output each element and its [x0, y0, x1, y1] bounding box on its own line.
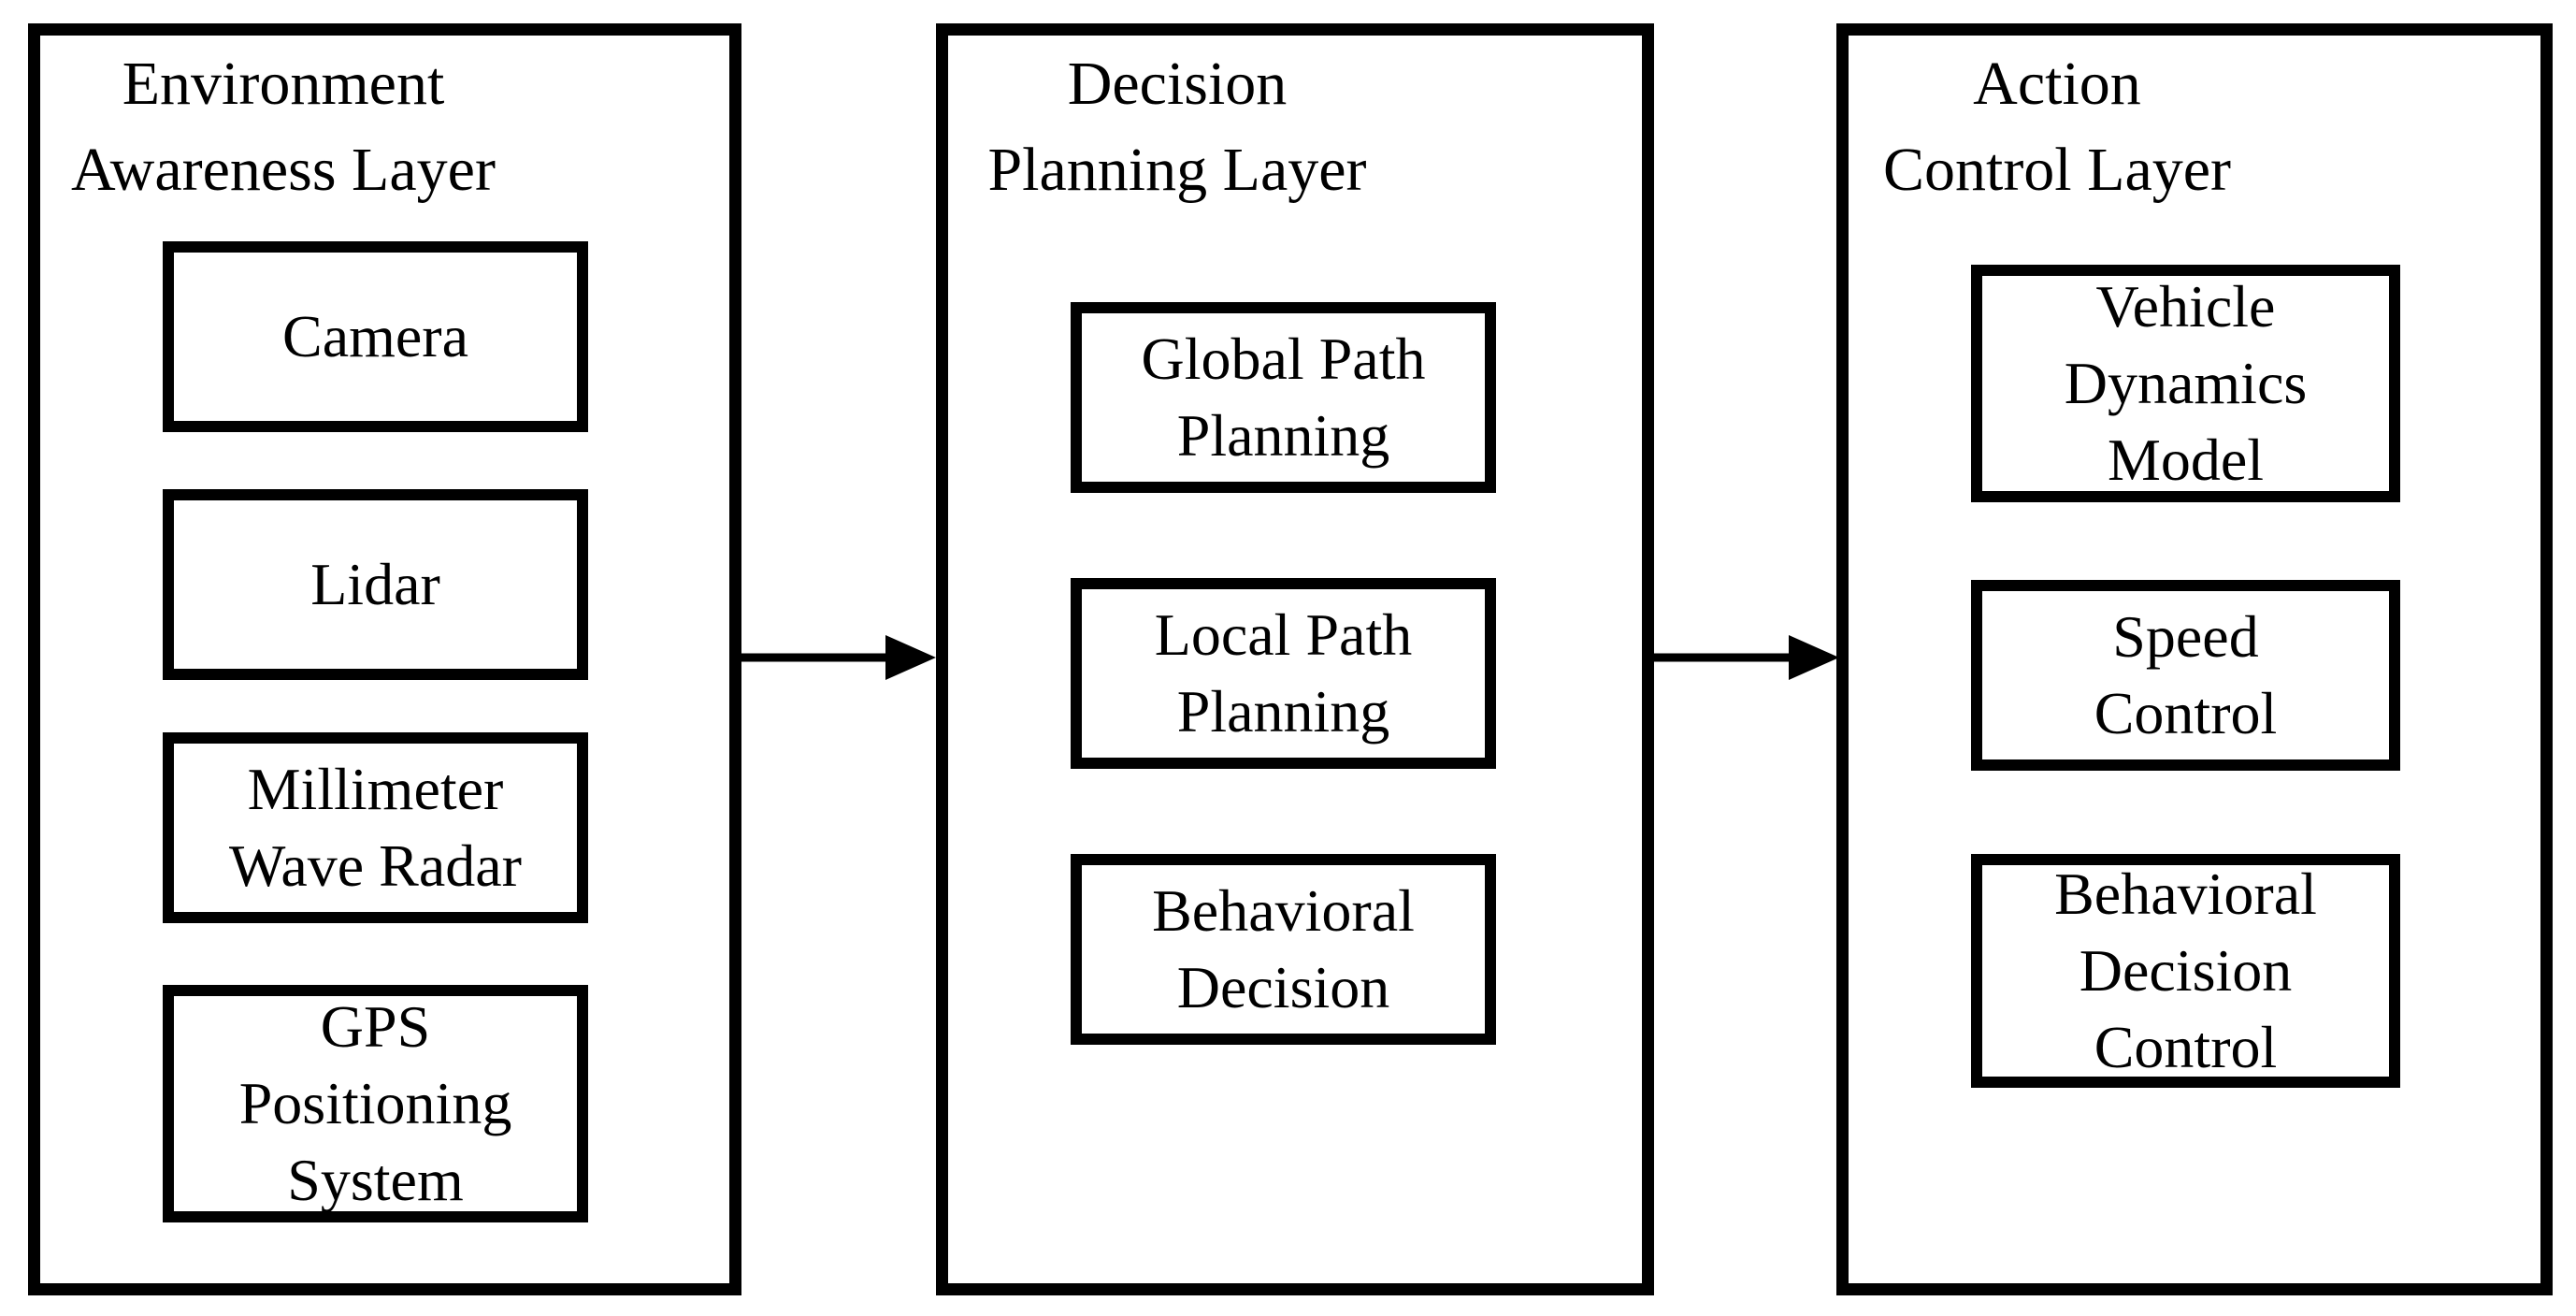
arrow-awareness-to-planning [737, 635, 936, 680]
text-line: Wave Radar [229, 832, 522, 899]
text-line: Awareness Layer [71, 136, 496, 204]
text-line: Model [2107, 427, 2265, 493]
text-line: Control [2094, 680, 2278, 746]
text-line: Global Path [1141, 325, 1426, 392]
text-line: GPS [320, 993, 431, 1060]
arrow-planning-to-control [1649, 635, 1839, 680]
text-line: Planning Layer [987, 136, 1367, 204]
text-line: Action [1973, 50, 2141, 118]
text-line: Behavioral [1152, 877, 1415, 944]
text-line: Decision [1176, 954, 1390, 1020]
text-line: Speed [2112, 603, 2259, 670]
text-line: Behavioral [2054, 860, 2317, 927]
text-line: Positioning [238, 1070, 512, 1136]
box-lidar: Lidar [163, 489, 588, 680]
box-camera: Camera [163, 241, 588, 432]
text-line: Control Layer [1882, 136, 2232, 204]
text-line: Decision [2079, 937, 2293, 1004]
text-line: Lidar [310, 551, 440, 617]
text-line: Camera [282, 303, 468, 369]
text-line: Planning [1176, 678, 1390, 745]
text-line: Millimeter [247, 756, 504, 822]
text-line: Planning [1176, 402, 1390, 469]
text-line: Dynamics [2064, 350, 2308, 416]
text-line: Local Path [1154, 601, 1413, 668]
text-line: Vehicle [2095, 273, 2276, 340]
text-line: Decision [1067, 50, 1288, 118]
text-line: Environment [122, 50, 445, 118]
text-line: Control [2094, 1014, 2278, 1080]
text-line: System [287, 1147, 464, 1213]
